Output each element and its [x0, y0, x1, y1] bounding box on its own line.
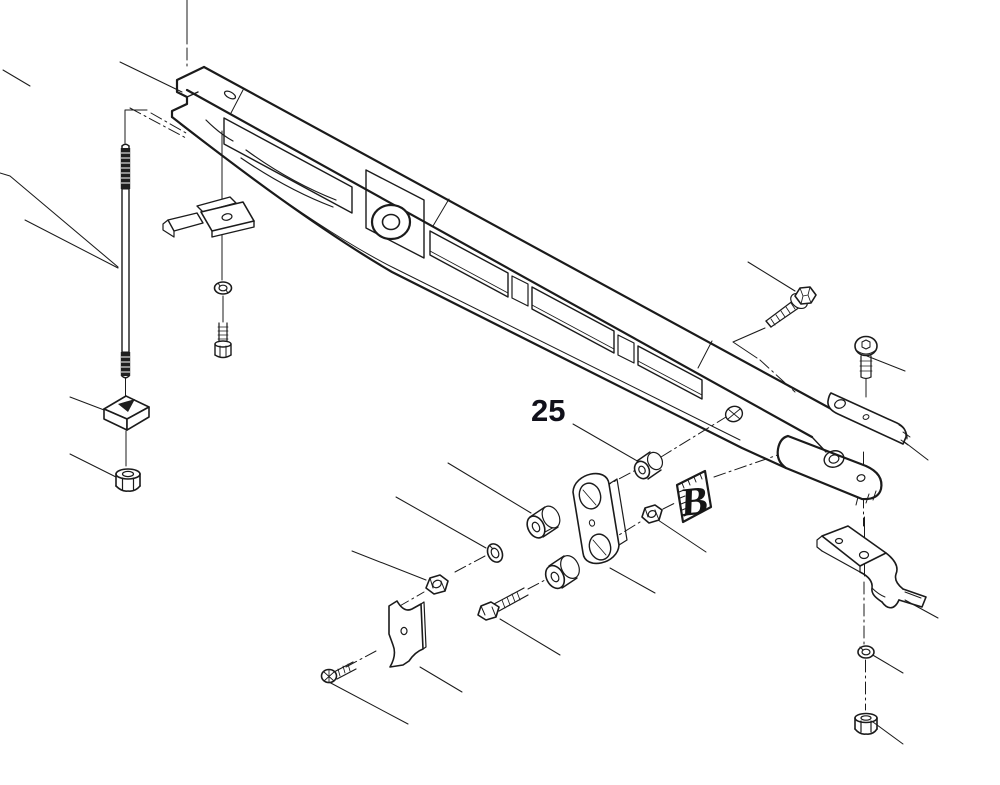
hex-nut-left [115, 468, 141, 492]
flange-screw [320, 661, 357, 684]
tag-b: B [675, 469, 713, 525]
threaded-rod [120, 143, 131, 379]
bushing-25 [633, 451, 664, 480]
center-fastener-group: B 25 [320, 393, 713, 684]
beam-end-tongue [776, 434, 883, 506]
tag-b-letter: B [681, 477, 709, 525]
lock-washer-bottom [857, 645, 875, 659]
pivot-boss [370, 203, 412, 241]
lock-washer-top [213, 281, 233, 295]
hex-nut-right-center [641, 504, 663, 524]
callout-25: 25 [531, 393, 565, 428]
wedge-block [103, 395, 150, 431]
lock-washer-center [486, 543, 504, 563]
spring-clip-bracket [162, 196, 255, 238]
right-fastener-group [765, 286, 927, 735]
socket-head-bolt [214, 322, 232, 359]
hex-flange-bolt [765, 286, 817, 328]
hex-nut-center [425, 574, 449, 595]
spacer-front [526, 505, 561, 539]
hex-cap-screw [477, 587, 529, 621]
spacer-rear [544, 555, 580, 590]
beam-screw-hole [724, 405, 744, 423]
z-bracket [816, 525, 927, 609]
notched-anchor-plate [388, 600, 427, 668]
strap-bar [827, 392, 911, 446]
link-plate [572, 472, 628, 565]
tie-bar-beam [170, 65, 883, 506]
hex-nut-bottom [854, 712, 878, 735]
button-head-screw [854, 335, 878, 380]
